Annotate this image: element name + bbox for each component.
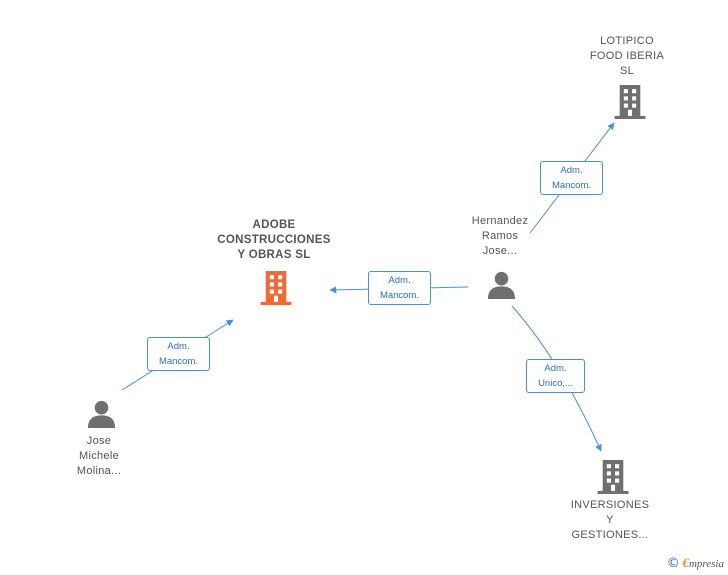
edge-label-hernandez-lotipico[interactable]: Adm. Mancom.	[540, 161, 603, 195]
jose-label-line-3: Molina...	[76, 465, 122, 477]
edge-label-hernandez-adobe[interactable]: Adm. Mancom.	[368, 271, 431, 305]
hernandez-label-line-1: Hernandez	[471, 215, 529, 227]
inversiones-label-line-2: Y	[606, 514, 614, 526]
node-label-lotipico[interactable]: LOTIPICO FOOD IBERIA SL	[582, 34, 672, 79]
lotipico-label-line-1: LOTIPICO	[600, 35, 654, 47]
adobe-label-line-1: ADOBE	[252, 219, 296, 231]
inversiones-label-line-1: INVERSIONES	[570, 499, 650, 511]
hernandez-label-line-3: Jose...	[482, 245, 518, 257]
jose-person-icon[interactable]	[87, 400, 116, 428]
hernandez-person-icon[interactable]	[487, 271, 516, 299]
lotipico-label-line-2: FOOD IBERIA	[589, 50, 665, 62]
edge-label-line-1: Adm.	[560, 165, 583, 176]
node-label-adobe[interactable]: ADOBE CONSTRUCCIONES Y OBRAS SL	[204, 218, 344, 263]
adobe-label-line-2: CONSTRUCCIONES	[217, 234, 331, 246]
edge-label-line-2: Mancom.	[379, 290, 420, 301]
empresia-logo-text: mpresia	[688, 558, 724, 570]
edge-label-line-1: Adm.	[167, 341, 190, 352]
edge-label-hernandez-inversiones[interactable]: Adm. Unico,...	[526, 359, 585, 393]
node-label-hernandez[interactable]: Hernandez Ramos Jose...	[457, 214, 543, 259]
edge-label-line-2: Unico,...	[538, 378, 573, 389]
node-label-jose[interactable]: Jose Michele Molina...	[60, 434, 138, 479]
edge-label-line-1: Adm.	[388, 275, 411, 286]
adobe-building-icon[interactable]	[260, 271, 292, 305]
adobe-label-line-3: Y OBRAS SL	[237, 249, 311, 261]
inversiones-building-icon[interactable]	[597, 460, 629, 494]
inversiones-label-line-3: GESTIONES...	[571, 529, 649, 541]
copyright-icon: ©	[666, 556, 680, 571]
lotipico-building-icon[interactable]	[614, 85, 646, 119]
empresia-logo-initial: €	[682, 555, 689, 570]
lotipico-label-line-3: SL	[619, 65, 635, 77]
edge-label-jose-adobe[interactable]: Adm. Mancom.	[147, 337, 210, 371]
edge-label-line-2: Mancom.	[158, 356, 199, 367]
footer-brand: © €mpresia	[667, 555, 724, 571]
edge-label-line-2: Mancom.	[551, 180, 592, 191]
edge-label-line-1: Adm.	[544, 363, 567, 374]
jose-label-line-1: Jose	[86, 435, 112, 447]
jose-label-line-2: Michele	[78, 450, 119, 462]
node-label-inversiones[interactable]: INVERSIONES Y GESTIONES...	[565, 498, 655, 543]
hernandez-label-line-2: Ramos	[481, 230, 519, 242]
